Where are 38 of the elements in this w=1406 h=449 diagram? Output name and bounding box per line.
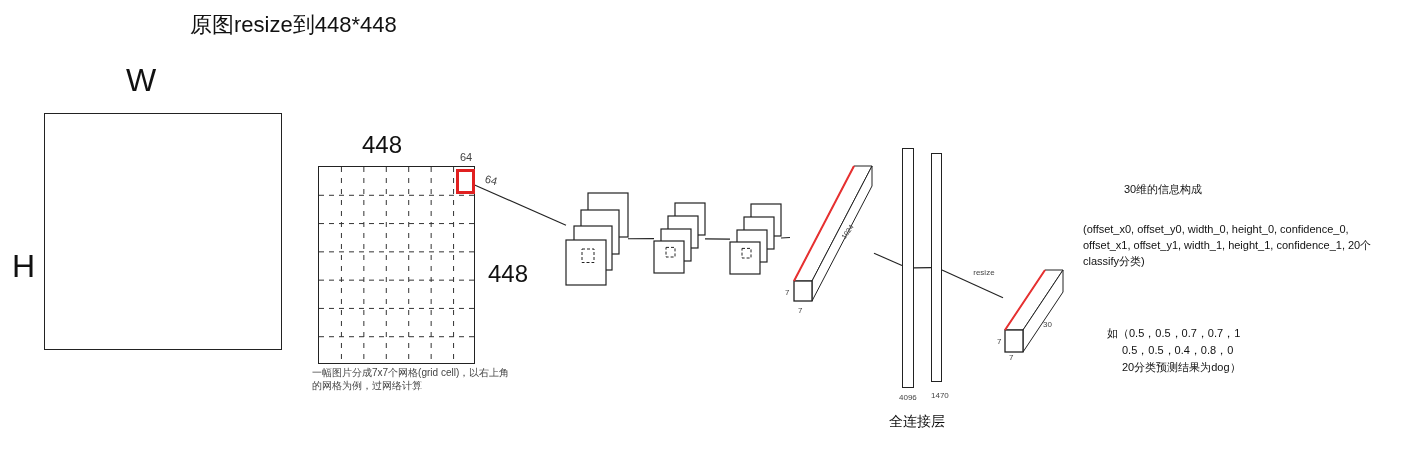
dimension-label: H — [12, 248, 36, 285]
dimension-label: 64 — [483, 172, 499, 188]
note-text: 0.5，0.5，0.4，0.8，0 — [1122, 344, 1234, 357]
caption-text: 一幅图片分成7x7个网格(grid cell)，以右上角的网格为例，过网络计算 — [312, 366, 511, 392]
dimension-label: W — [126, 62, 157, 99]
edge-label: resize — [973, 267, 995, 277]
note-text: 如（0.5，0.5，0.7，0.7，1 — [1107, 327, 1241, 340]
fc-layer-bar — [902, 148, 914, 388]
connector-line — [704, 238, 731, 240]
conv-layer-stack — [654, 203, 705, 274]
note-text: 20分类预测结果为dog） — [1122, 361, 1241, 374]
dimension-label: 7 — [997, 337, 1002, 347]
connector-line — [873, 252, 903, 266]
dimension-label: 7 — [798, 306, 803, 316]
title: 原图resize到448*448 — [190, 12, 397, 38]
dimension-label: 4096 — [899, 393, 917, 403]
connector-line — [941, 269, 1004, 299]
grid-cell — [456, 169, 475, 194]
conv-layer-stack — [730, 204, 781, 275]
dimension-label: 448 — [488, 260, 529, 288]
dimension-label: 30 — [1043, 320, 1052, 330]
note-text: (offset_x0, offset_y0, width_0, height_0, confidence_0, offset_x1, offset_y1, width_1, height_1, confidence_1, 20个classify分类) — [1083, 222, 1373, 269]
connector-line — [627, 238, 655, 240]
note-text: 全连接层 — [889, 413, 945, 430]
note-text: 30维的信息构成 — [1124, 183, 1203, 196]
dimension-label: 64 — [460, 151, 473, 164]
dimension-label: 1470 — [931, 391, 949, 401]
input-image-box — [44, 113, 282, 350]
fc-layer-bar — [931, 153, 942, 382]
connector-line — [913, 267, 932, 269]
dimension-label: 7 — [1009, 353, 1014, 363]
connector-line — [780, 236, 791, 239]
connector-line — [473, 184, 567, 226]
conv-layer-stack — [566, 193, 628, 285]
tensor-block — [1003, 268, 1065, 356]
grid-image — [318, 166, 475, 364]
dimension-label: 448 — [362, 131, 403, 159]
dimension-label: 7 — [785, 288, 790, 298]
